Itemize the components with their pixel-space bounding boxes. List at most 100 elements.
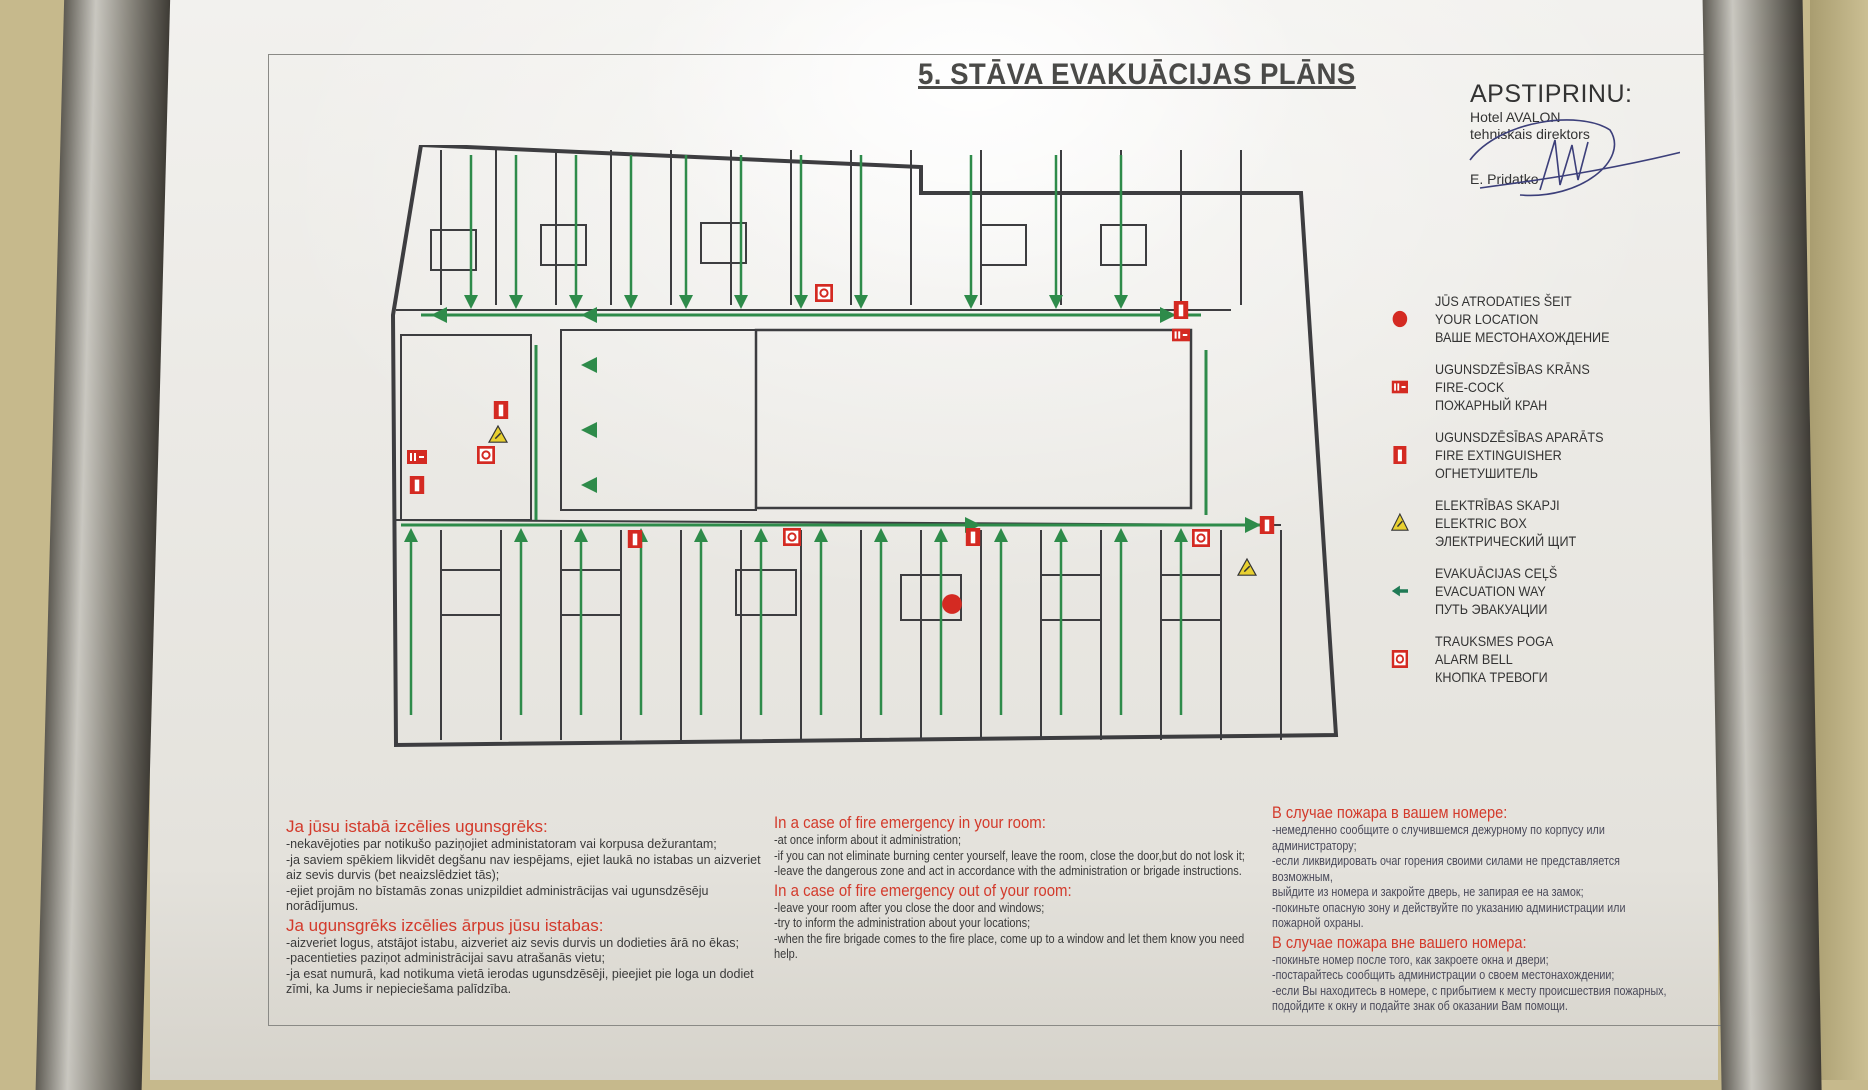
evacuation-arrow (1160, 307, 1176, 323)
item: -leave the dangerous zone and act in acc… (774, 864, 1242, 878)
evacuation-arrow (581, 357, 597, 373)
bathroom-wall (1160, 574, 1222, 621)
electric-box-icon (1390, 512, 1409, 531)
legend-item: EVAKUĀCIJAS CEĻŠ EVACUATION WAY ПУТЬ ЭВАКУ… (1390, 564, 1624, 632)
fire-extinguisher-icon (627, 530, 643, 548)
heading: In a case of fire emergency out of your … (774, 880, 1072, 900)
evacuation-arrow (1054, 528, 1068, 542)
fire-extinguisher-icon (493, 401, 509, 419)
alarm-bell-icon (1192, 529, 1210, 547)
item: -ejiet projām no bīstamās zonas unizpild… (286, 883, 709, 914)
approval-hotel: Hotel AVALON (1470, 109, 1561, 125)
alarm-bell-icon (815, 284, 833, 302)
evacuation-arrow (1114, 528, 1128, 542)
electric-box-icon (487, 424, 509, 443)
legend-label: ЭЛЕКТРИЧЕСКИЙ ЩИТ (1435, 533, 1577, 549)
evacuation-arrow (1245, 517, 1261, 533)
legend-label: EVAKUĀCIJAS CEĻŠ (1435, 565, 1558, 581)
bathroom-wall (735, 569, 797, 616)
frame-right (1702, 0, 1822, 1090)
heading: В случае пожара вне вашего номера: (1272, 932, 1527, 952)
item: -aizveriet logus, atstājot istabu, aizve… (286, 935, 740, 950)
atrium-wall (754, 328, 1193, 510)
legend-label: ПУТЬ ЭВАКУАЦИИ (1435, 601, 1548, 617)
alarm-bell-icon (1391, 650, 1408, 668)
instructions-latvian: Ja jūsu istabā izcēlies ugunsgrēks: -nek… (286, 816, 766, 998)
item: -ja saviem spēkiem likvidēt degšanu nav … (286, 852, 761, 883)
bathroom-wall (700, 222, 747, 264)
item: -немедленно сообщите о случившемся дежур… (1272, 823, 1605, 853)
item: -постарайтесь сообщить администрации о с… (1272, 968, 1615, 982)
item: -pacentieties paziņot administrācijai sa… (286, 951, 605, 965)
fire-extinguisher-icon (409, 476, 425, 494)
fire-extinguisher-icon (1393, 446, 1407, 464)
heading: В случае пожара в вашем номере: (1272, 803, 1508, 822)
bathroom-wall (560, 569, 622, 616)
evacuation-arrow (874, 528, 888, 542)
electric-box-icon (1236, 557, 1258, 576)
evacuation-arrow (574, 528, 588, 542)
legend-label: ALARM BELL (1435, 651, 1513, 667)
item: -when the fire brigade comes to the fire… (774, 931, 1245, 962)
approval-position: tehniskais direktors (1470, 126, 1590, 142)
item: подойдите к окну и подайте знак об оказа… (1272, 999, 1568, 1013)
evacuation-arrow (814, 528, 828, 542)
item: -если Вы находитесь в номере, с прибытие… (1272, 983, 1667, 998)
your-location-dot (942, 594, 962, 614)
legend-label: КНОПКА ТРЕВОГИ (1435, 669, 1548, 685)
legend-label: ELEKTRĪBAS SKAPJI (1435, 497, 1560, 513)
instructions-russian: В случае пожара в вашем номере: -немедле… (1272, 802, 1668, 1015)
legend-item: ELEKTRĪBAS SKAPJI ELEKTRIC BOX ЭЛЕКТРИЧЕСК… (1390, 496, 1624, 564)
evacuation-arrow (994, 528, 1008, 542)
item: выйдите из номера и закройте дверь, не з… (1272, 885, 1584, 899)
evacuation-arrow (464, 295, 478, 309)
evacuation-arrow (404, 528, 418, 542)
bathroom-wall (540, 224, 587, 266)
legend-item: JŪS ATRODATIES ŠEIT YOUR LOCATION ВАШЕ МЕС… (1390, 292, 1624, 360)
evacuation-arrow (509, 295, 523, 309)
item: -покиньте опасную зону и действуйте по у… (1272, 900, 1626, 931)
legend-label: FIRE-COCK (1435, 379, 1505, 395)
heading: Ja jūsu istabā izcēlies ugunsgrēks: (286, 817, 548, 836)
bathroom-wall (980, 224, 1027, 266)
evacuation-arrow (679, 295, 693, 309)
evacuation-arrow (794, 295, 808, 309)
evacuation-arrow-icon (1391, 585, 1408, 597)
bathroom-wall (430, 229, 477, 271)
evacuation-arrow (624, 295, 638, 309)
alarm-bell-icon (783, 528, 801, 546)
legend: JŪS ATRODATIES ŠEIT YOUR LOCATION ВАШЕ МЕС… (1390, 292, 1650, 700)
signature (1469, 119, 1680, 197)
bathroom-wall (1040, 574, 1102, 621)
evacuation-arrow (734, 295, 748, 309)
outer-wall (390, 145, 1339, 748)
plan-title: 5. STĀVA EVAKUĀCIJAS PLĀNS (918, 58, 1356, 91)
legend-label: ПОЖАРНЫЙ КРАН (1435, 397, 1548, 413)
item: -try to inform the administration about … (774, 916, 1031, 930)
evacuation-arrow (754, 528, 768, 542)
legend-label: ВАШЕ МЕСТОНАХОЖДЕНИЕ (1435, 329, 1610, 345)
legend-label: EVACUATION WAY (1435, 583, 1546, 599)
legend-label: ELEKTRIC BOX (1435, 515, 1527, 531)
legend-label: FIRE EXTINGUISHER (1435, 447, 1562, 463)
evacuation-arrow (934, 528, 948, 542)
evacuation-arrow (581, 307, 597, 323)
legend-label: YOUR LOCATION (1435, 311, 1539, 327)
legend-label: UGUNSDZĒSĪBAS APARĀTS (1435, 429, 1604, 445)
floor-plan (390, 145, 1339, 748)
your-location-dot (1392, 310, 1408, 328)
fire-cock-icon (1391, 380, 1408, 394)
evacuation-arrow (569, 295, 583, 309)
approval-heading: APSTIPRINU: (1470, 80, 1633, 108)
item: -nekavējoties par notikušo paziņojiet ad… (286, 837, 717, 851)
evacuation-arrow (581, 477, 597, 493)
fire-extinguisher-icon (965, 528, 981, 546)
item: -покиньте номер после того, как закроете… (1272, 952, 1549, 967)
evacuation-arrow (854, 295, 868, 309)
legend-label: JŪS ATRODATIES ŠEIT (1435, 293, 1572, 309)
item: -если ликвидировать очаг горения своими … (1272, 854, 1620, 884)
fire-cock-icon (1172, 328, 1190, 342)
